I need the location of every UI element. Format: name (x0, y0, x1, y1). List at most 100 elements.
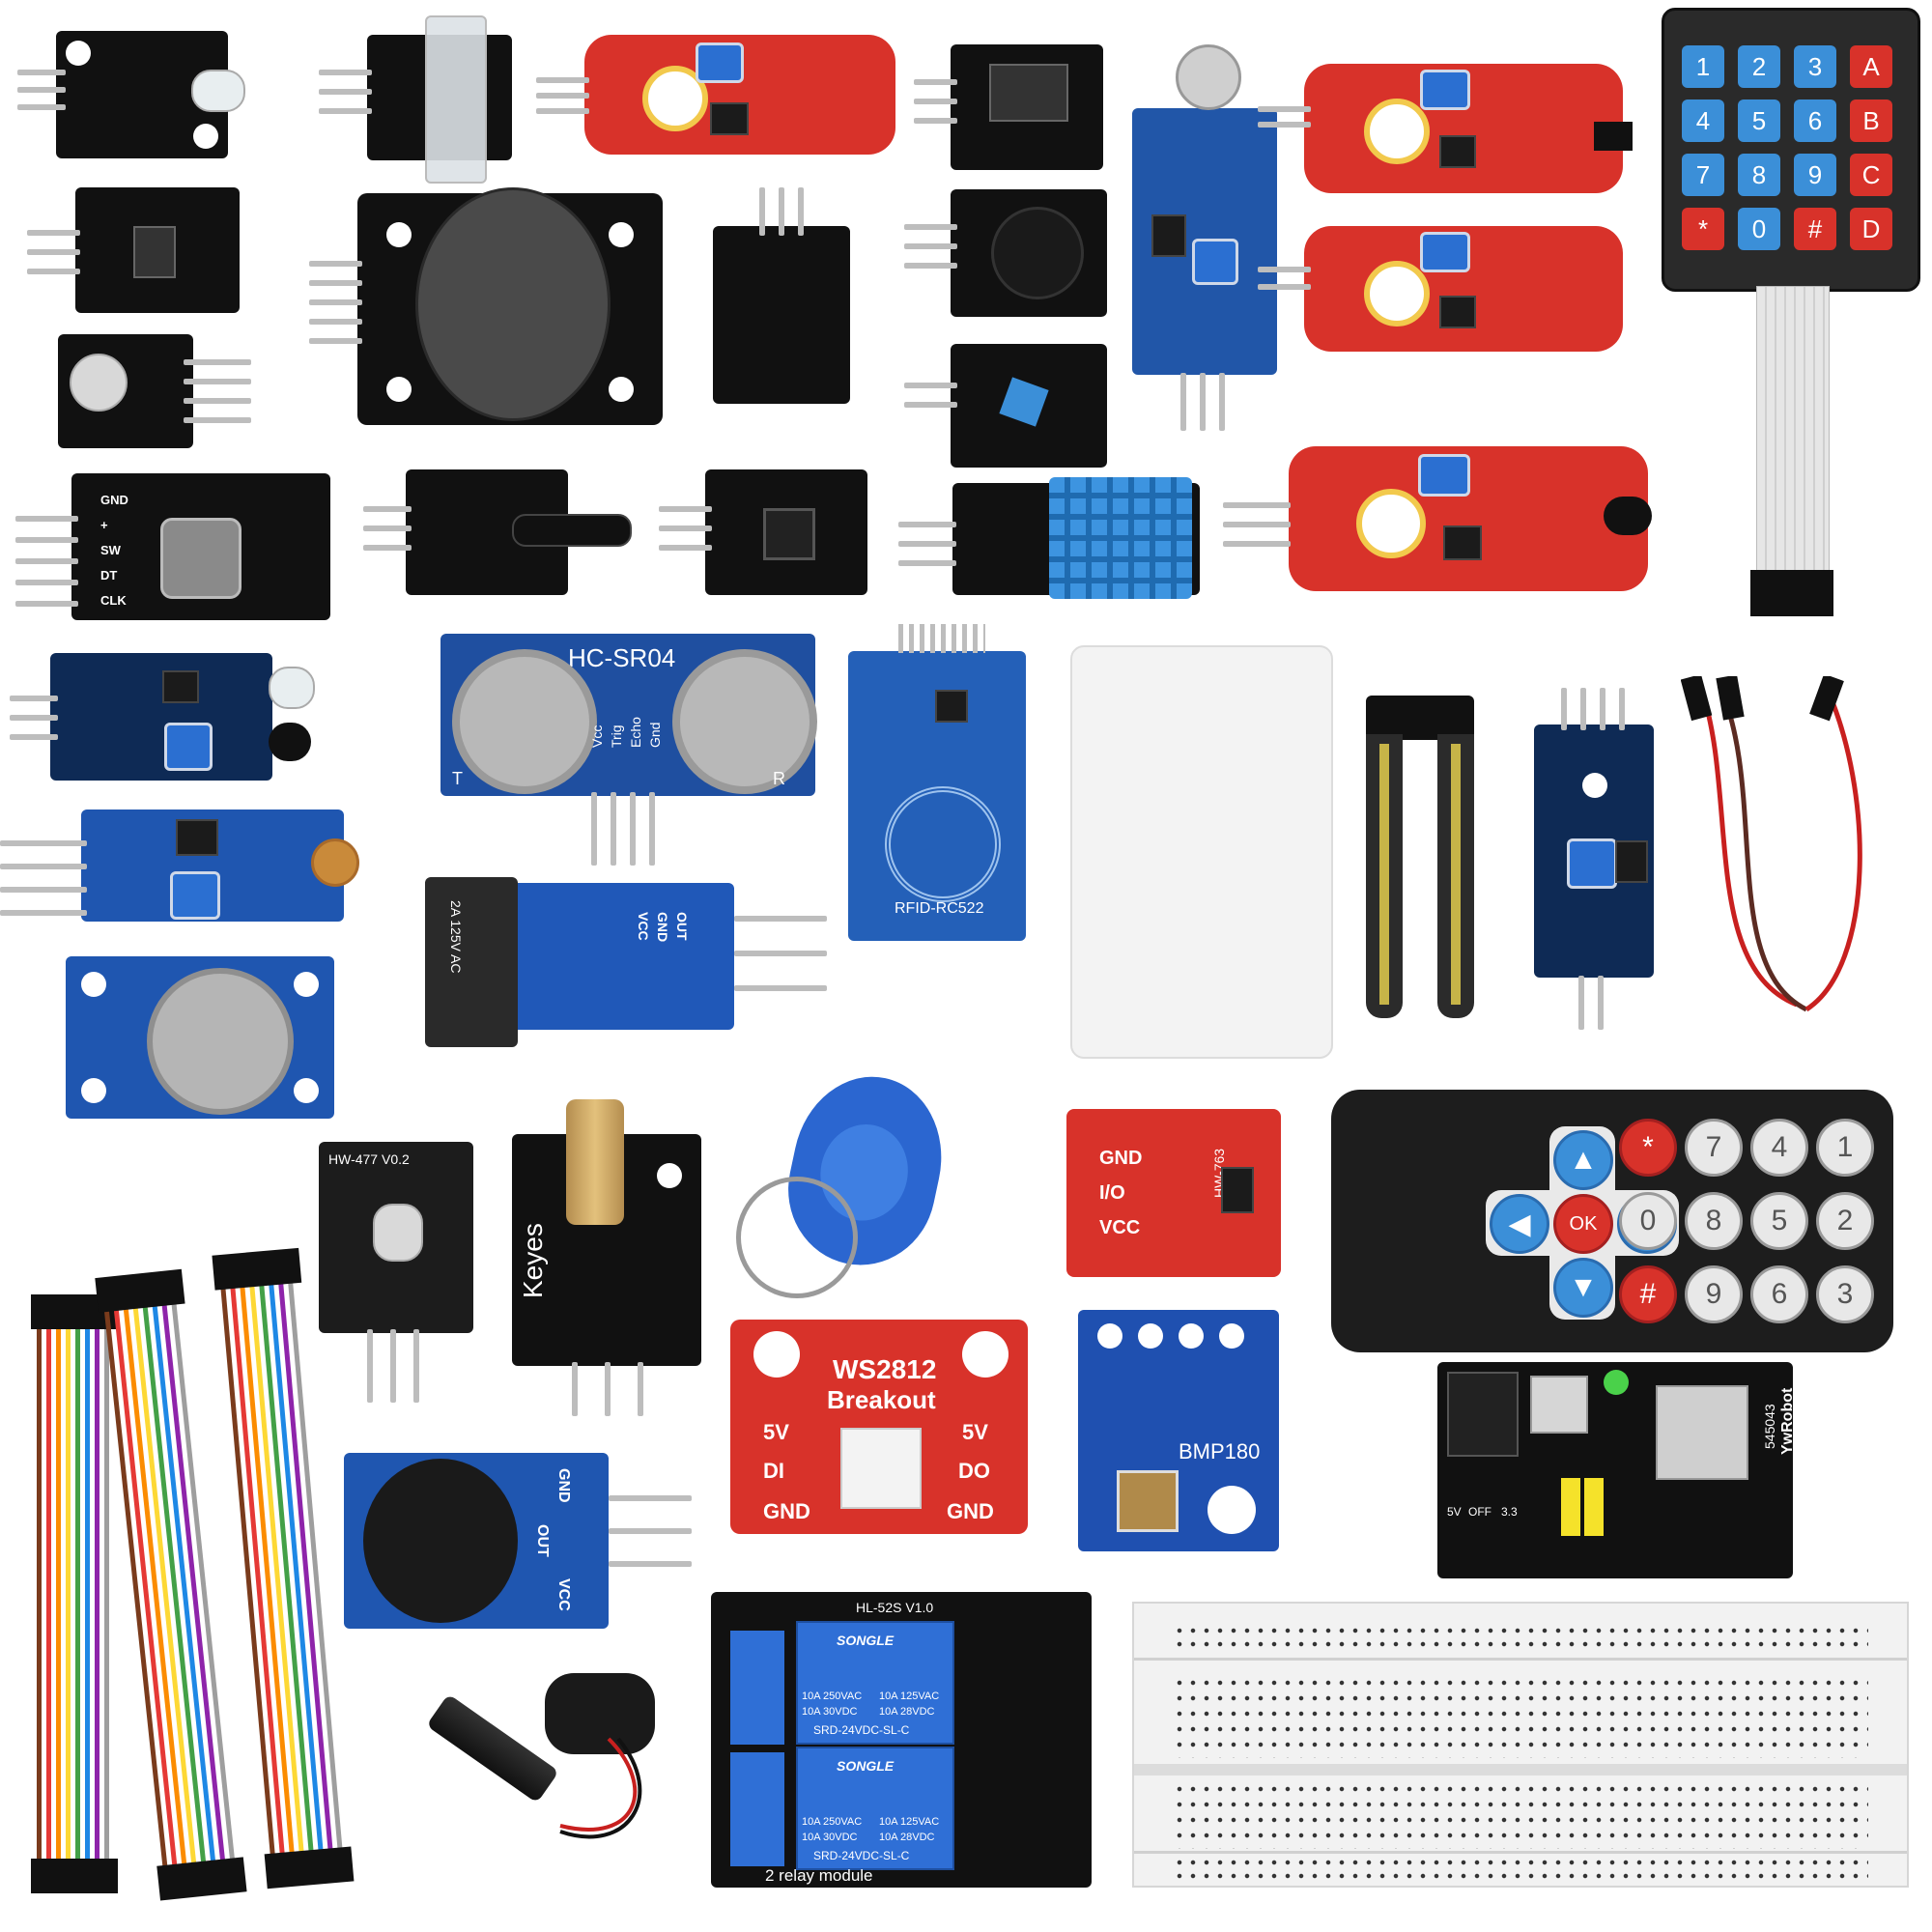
keypad-key[interactable]: C (1850, 154, 1892, 196)
remote-key[interactable]: 2 (1816, 1192, 1874, 1250)
pin-label: Vcc (589, 724, 605, 748)
header-pin (649, 792, 655, 866)
header-pin (319, 89, 372, 95)
solder-pad (1179, 1323, 1204, 1349)
left-button[interactable]: ◀ (1490, 1194, 1549, 1254)
mount-hole (193, 124, 218, 149)
header-pin (1258, 106, 1311, 112)
keypad-key[interactable]: # (1794, 208, 1836, 250)
header-pin (904, 383, 957, 388)
magnetic-hall-module (1304, 64, 1633, 193)
dht11-sensor (1049, 477, 1192, 599)
header-pin (659, 545, 712, 551)
mount-hole (1208, 1486, 1256, 1534)
pressure-sensor (1117, 1470, 1179, 1532)
push-button (763, 508, 815, 560)
header-pin (734, 916, 827, 922)
comparator-chip (1439, 296, 1476, 328)
keypad-key[interactable]: D (1850, 208, 1892, 250)
touch-sensor-module: GND I/O VCC HW-763 (1066, 1109, 1281, 1277)
remote-key[interactable]: 5 (1750, 1192, 1808, 1250)
keypad-key[interactable]: * (1682, 208, 1724, 250)
buzzer-module (951, 189, 1107, 317)
keypad-key[interactable]: 8 (1738, 154, 1780, 196)
rgb-led (70, 354, 128, 412)
header-pin (363, 506, 412, 512)
header-pin (914, 99, 957, 104)
terminal-block (730, 1752, 784, 1866)
keypad-key[interactable]: 0 (1738, 208, 1780, 250)
keypad-key[interactable]: A (1850, 45, 1892, 88)
mount-hole (294, 1078, 319, 1103)
remote-key[interactable]: 3 (1816, 1265, 1874, 1323)
up-button[interactable]: ▲ (1553, 1130, 1613, 1190)
big-button-module: GND OUT VCC (344, 1453, 609, 1629)
keypad-key[interactable]: 3 (1794, 45, 1836, 88)
remote-key[interactable]: 1 (1816, 1119, 1874, 1177)
relay-rating: 10A 125VAC (879, 1690, 940, 1702)
comparator-chip (1615, 840, 1648, 883)
big-button-cap[interactable] (363, 1459, 518, 1623)
rfid-card (1070, 645, 1333, 1059)
header-pin (914, 79, 957, 85)
center-channel (1134, 1764, 1907, 1776)
header-pin (1598, 976, 1604, 1030)
usb-port (1656, 1385, 1748, 1480)
header-pin (1223, 502, 1291, 508)
encoder-shaft (160, 518, 242, 599)
comparator-chip (176, 819, 218, 856)
header-pin (609, 1561, 692, 1567)
header-pin (27, 249, 80, 255)
remote-key[interactable]: 7 (1685, 1119, 1743, 1177)
header-pin (15, 601, 78, 607)
header-pin (0, 887, 87, 893)
header-pin (659, 526, 712, 531)
dht11-module (952, 477, 1200, 599)
keypad-key[interactable]: 9 (1794, 154, 1836, 196)
ir-photodiode (269, 723, 311, 761)
keypad-key[interactable]: B (1850, 99, 1892, 142)
keypad-key[interactable]: 4 (1682, 99, 1724, 142)
down-button[interactable]: ▼ (1553, 1258, 1613, 1318)
pin-label: Trig (609, 724, 624, 748)
remote-key[interactable]: 4 (1750, 1119, 1808, 1177)
touch-chip (1221, 1167, 1254, 1213)
remote-key[interactable]: 9 (1685, 1265, 1743, 1323)
remote-key[interactable]: # (1619, 1265, 1677, 1323)
header-pin (413, 1329, 419, 1403)
relay-1: SONGLE 10A 250VAC 10A 125VAC 10A 30VDC 1… (796, 1621, 954, 1745)
rgb-led-module (58, 334, 193, 448)
header-pin (1258, 122, 1311, 128)
model-label: HC-SR04 (568, 643, 676, 672)
remote-key[interactable]: 0 (1619, 1192, 1677, 1250)
keypad-key[interactable]: 7 (1682, 154, 1724, 196)
header-pin (779, 187, 784, 236)
keypad-key[interactable]: 5 (1738, 99, 1780, 142)
header-pin (27, 269, 80, 274)
corner-label: R (773, 769, 785, 788)
keypad-key[interactable]: 1 (1682, 45, 1724, 88)
led (373, 1204, 423, 1262)
mount-hole (81, 1078, 106, 1103)
remote-key[interactable]: 8 (1685, 1192, 1743, 1250)
header-pin (759, 187, 765, 236)
corner-label: T (452, 769, 463, 788)
jumper-wire-pair (1681, 676, 1862, 1012)
remote-key[interactable]: 6 (1750, 1265, 1808, 1323)
header-pin (898, 560, 956, 566)
potentiometer (696, 43, 744, 83)
header-pin (1180, 373, 1186, 431)
keypad-key[interactable]: 2 (1738, 45, 1780, 88)
pin-label: DI (763, 1459, 784, 1483)
remote-key[interactable]: * (1619, 1119, 1677, 1177)
header-pin (611, 792, 616, 866)
ok-button[interactable]: OK (1553, 1194, 1613, 1254)
keypad-key[interactable]: 6 (1794, 99, 1836, 142)
header-pin (536, 108, 589, 114)
header-pin (184, 379, 251, 384)
pin-label: CLK (100, 593, 127, 608)
header-label: HL-52S V1.0 (856, 1600, 934, 1615)
header-pin (309, 338, 362, 344)
header-pin (15, 516, 78, 522)
